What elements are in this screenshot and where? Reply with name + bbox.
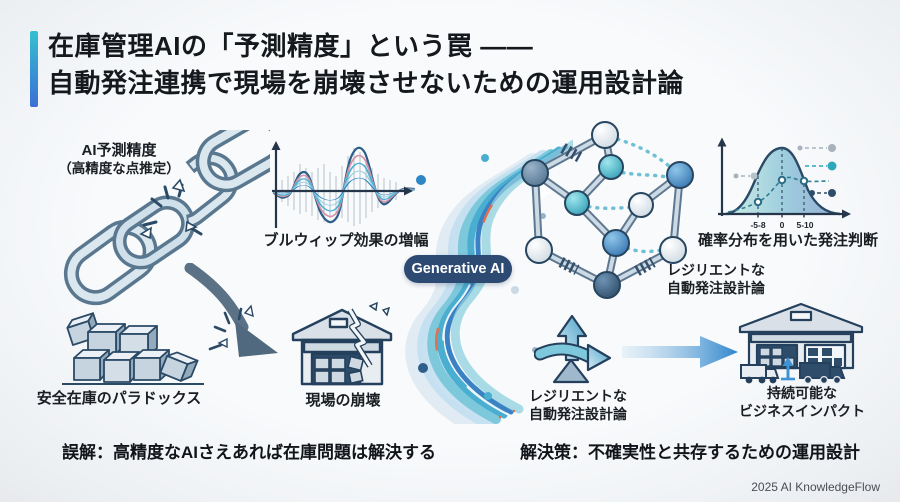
misconception-statement: 誤解：高精度なAIさえあれば在庫問題は解決する	[62, 443, 436, 462]
generative-ai-badge-label: Generative AI	[411, 261, 505, 277]
safety-stock-label: 安全在庫のパラドックス	[36, 390, 202, 407]
footer-credit: 2025 AI KnowledgeFlow	[751, 480, 880, 494]
ai-accuracy-label-line2: （高精度な点推定）	[58, 160, 180, 176]
generative-ai-badge: Generative AI	[404, 255, 512, 283]
field-collapse-label: 現場の崩壊	[305, 392, 381, 409]
ai-accuracy-label-line1: AI予測精度	[81, 142, 157, 159]
break-spark-shards	[139, 178, 198, 240]
tick-label-left: -5-8	[750, 220, 765, 230]
page-title: 在庫管理AIの「予測精度」という罠 —— 自動発注連携で現場を崩壊させないための…	[48, 28, 684, 102]
collapsing-warehouse-icon	[291, 302, 393, 386]
impact-spark-lines	[208, 307, 243, 351]
tick-label-right: 5-10	[796, 220, 813, 230]
resilient-design-label-top-line2: 自動発注設計論	[667, 279, 765, 296]
resilient-design-label-bottom-line1: レジリエントな	[529, 388, 627, 404]
growth-arrow	[781, 357, 795, 381]
x-tick-labels: -5-8 0 5-10	[750, 220, 813, 230]
flexible-links	[579, 135, 679, 254]
decision-points	[753, 175, 809, 207]
outbound-truck	[740, 364, 780, 384]
resilient-routing-icon	[534, 314, 612, 384]
title-accent-bar	[30, 31, 38, 107]
stacked-boxes	[314, 355, 365, 385]
network-nodes	[521, 121, 694, 299]
solution-statement: 解決策：不確実性と共存するための運用設計	[520, 443, 860, 462]
sustainable-impact-label-line1: 持続可能な	[767, 385, 837, 401]
amplified-waves	[272, 146, 416, 224]
safety-stock-boxes-icon	[62, 312, 204, 385]
resilient-design-label-top: レジリエントな 自動発注設計論	[648, 262, 784, 297]
resilient-design-label-bottom: レジリエントな 自動発注設計論	[514, 388, 642, 423]
ai-accuracy-label: AI予測精度 （高精度な点推定）	[36, 142, 202, 178]
sustainable-impact-label-line2: ビジネスインパクト	[739, 402, 865, 419]
bullwhip-label: ブルウィップ効果の増幅	[263, 232, 429, 249]
spring-couplings	[558, 143, 656, 276]
resilient-network-icon	[521, 121, 694, 299]
quantity-markers	[733, 144, 837, 197]
failure-curved-arrow	[184, 263, 278, 357]
page-title-line2: 自動発注連携で現場を崩壊させないための運用設計論	[48, 68, 685, 98]
flow-arrow-right	[622, 336, 738, 368]
probability-distribution-chart: -5-8 0 5-10	[717, 137, 851, 230]
chart-axes	[272, 146, 406, 228]
chart-axes	[718, 142, 844, 218]
inbound-truck	[799, 362, 846, 384]
bullwhip-chart	[271, 141, 416, 228]
sustainable-warehouse-icon	[738, 302, 864, 384]
impact-spark-shards	[217, 304, 254, 349]
resilient-design-label-bottom-line2: 自動発注設計論	[529, 405, 627, 422]
debris	[368, 302, 391, 317]
resilient-design-label-top-line1: レジリエントな	[667, 262, 765, 278]
flow-arrowhead	[537, 180, 555, 202]
page-title-line1: 在庫管理AIの「予測精度」という罠 ——	[48, 31, 534, 61]
broken-chain-icon	[63, 130, 270, 306]
probability-label: 確率分布を用いた発注判断	[697, 232, 878, 249]
sustainable-impact-label: 持続可能な ビジネスインパクト	[720, 385, 884, 420]
tick-label-center: 0	[780, 220, 785, 230]
